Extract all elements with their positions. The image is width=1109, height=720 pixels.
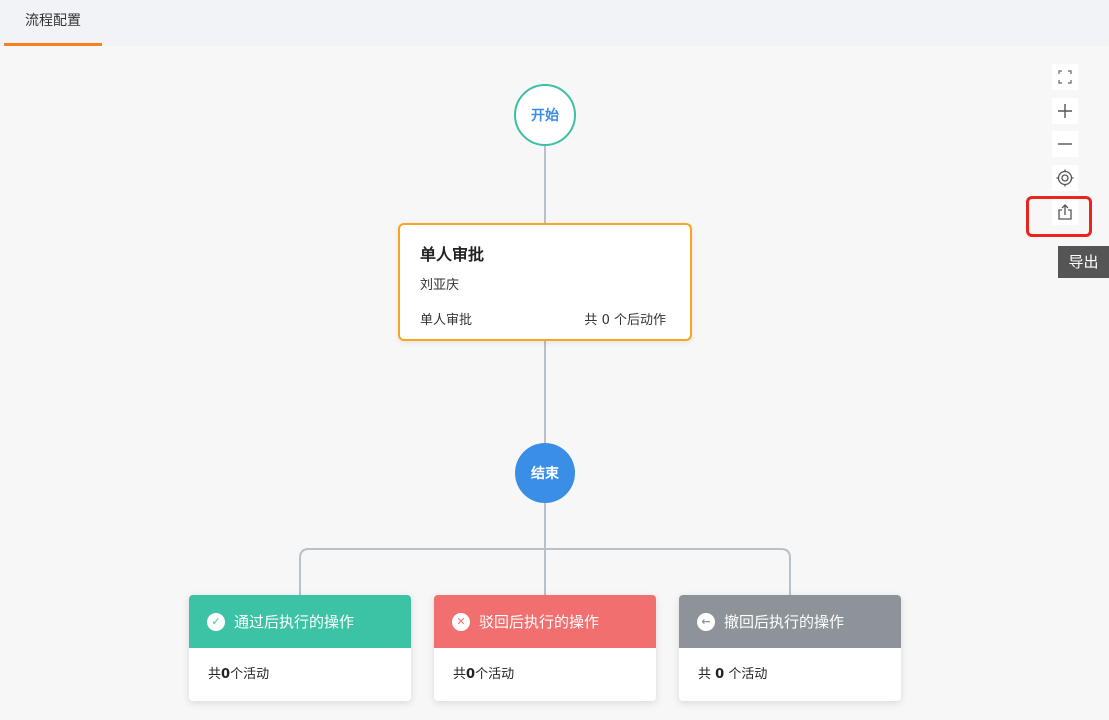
post-action-prefix: 共	[584, 313, 598, 328]
pass-action-card[interactable]: ✓ 通过后执行的操作 共0个活动	[189, 595, 411, 701]
export-highlight-box	[1026, 196, 1092, 237]
check-circle-icon: ✓	[207, 612, 225, 631]
approval-node-title: 单人审批	[420, 245, 485, 264]
revoke-count-number: 0	[715, 667, 725, 682]
revoke-action-header: ← 撤回后执行的操作	[679, 595, 901, 648]
revoke-count-prefix: 共	[698, 667, 712, 682]
export-icon	[1058, 204, 1072, 220]
pass-action-header: ✓ 通过后执行的操作	[189, 595, 411, 648]
end-node[interactable]: 结束	[515, 443, 575, 503]
pass-count-number: 0	[221, 667, 231, 682]
post-action-count: 共 0 个后动作	[584, 309, 666, 328]
pass-count-suffix: 个活动	[230, 667, 270, 682]
reject-count-number: 0	[466, 667, 476, 682]
revoke-action-card[interactable]: ← 撤回后执行的操作 共 0 个活动	[679, 595, 901, 701]
reject-count-suffix: 个活动	[475, 667, 515, 682]
zoom-out-icon	[1058, 143, 1072, 145]
fullscreen-button[interactable]	[1052, 64, 1078, 90]
revoke-count-suffix: 个活动	[728, 667, 768, 682]
reject-action-title: 驳回后执行的操作	[479, 613, 600, 631]
revoke-action-title: 撤回后执行的操作	[724, 613, 845, 631]
zoom-out-button[interactable]	[1052, 131, 1078, 157]
pass-count-prefix: 共	[208, 667, 222, 682]
reject-action-card[interactable]: ✕ 驳回后执行的操作 共0个活动	[434, 595, 656, 701]
locate-button[interactable]	[1052, 165, 1078, 191]
locate-icon	[1056, 169, 1074, 187]
zoom-in-icon	[1058, 104, 1072, 118]
revoke-activity-count: 共 0 个活动	[679, 648, 901, 701]
close-circle-icon: ✕	[452, 612, 470, 631]
approval-type: 单人审批	[420, 313, 473, 328]
pass-activity-count: 共0个活动	[189, 648, 411, 701]
top-tab-bar: 流程配置	[0, 0, 1109, 46]
export-tooltip: 导出	[1058, 246, 1109, 278]
fullscreen-icon	[1058, 70, 1072, 84]
arrow-left-circle-icon: ←	[697, 612, 715, 631]
reject-count-prefix: 共	[453, 667, 467, 682]
post-action-number: 0	[601, 313, 610, 328]
export-button[interactable]	[1052, 199, 1078, 225]
pass-action-title: 通过后执行的操作	[234, 613, 355, 631]
post-action-suffix: 个后动作	[613, 313, 666, 328]
zoom-in-button[interactable]	[1052, 98, 1078, 124]
start-node[interactable]: 开始	[514, 84, 576, 146]
approver-name: 刘亚庆	[420, 278, 460, 293]
reject-activity-count: 共0个活动	[434, 648, 656, 701]
tab-process-config[interactable]: 流程配置	[4, 0, 102, 46]
approval-node-card[interactable]: 单人审批 刘亚庆 单人审批 共 0 个后动作	[398, 223, 692, 341]
reject-action-header: ✕ 驳回后执行的操作	[434, 595, 656, 648]
